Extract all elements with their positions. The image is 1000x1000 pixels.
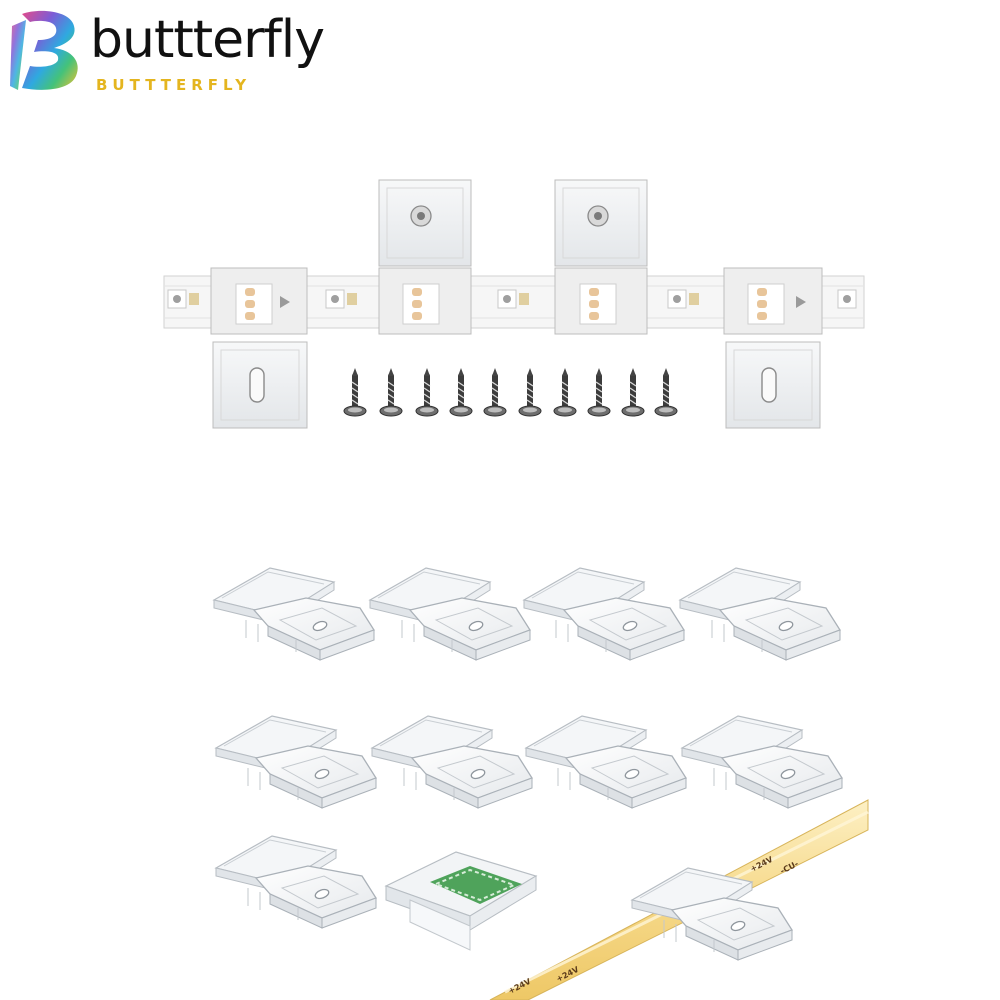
screw-icon	[450, 368, 472, 416]
led-chip	[837, 289, 857, 309]
screw-icon	[380, 368, 402, 416]
brand-logo: buttterfly BUTTTERFLY	[8, 6, 325, 98]
mounting-clip	[369, 567, 531, 661]
screw-icon	[484, 368, 506, 416]
strip-connector	[723, 267, 823, 429]
led-chip	[497, 289, 529, 309]
brand-name: buttterfly	[90, 10, 325, 70]
mounting-clip	[213, 567, 375, 661]
led-chip	[167, 289, 199, 309]
screw-icon	[622, 368, 644, 416]
mounting-clip	[371, 715, 533, 809]
brand-subtitle: BUTTTERFLY	[96, 76, 252, 94]
screw-icon	[416, 368, 438, 416]
screws-row	[344, 368, 677, 416]
strip-connector	[210, 267, 308, 429]
led-chip	[325, 289, 357, 309]
strip-connector	[554, 179, 648, 335]
screw-icon	[519, 368, 541, 416]
mounting-clip	[523, 567, 685, 661]
butterfly-b-icon	[10, 10, 78, 90]
screw-icon	[344, 368, 366, 416]
mounting-clip	[679, 567, 841, 661]
screw-icon	[655, 368, 677, 416]
screw-icon	[554, 368, 576, 416]
strip-connector	[378, 179, 472, 335]
screw-icon	[588, 368, 610, 416]
mounting-clip	[215, 715, 377, 809]
mounted-clip	[631, 867, 793, 961]
mounting-clip	[215, 835, 377, 929]
led-strip-top	[163, 179, 865, 429]
mounting-clip	[525, 715, 687, 809]
led-chip	[667, 289, 699, 309]
mounting-clip	[681, 715, 843, 809]
clip-with-adhesive	[384, 851, 538, 951]
